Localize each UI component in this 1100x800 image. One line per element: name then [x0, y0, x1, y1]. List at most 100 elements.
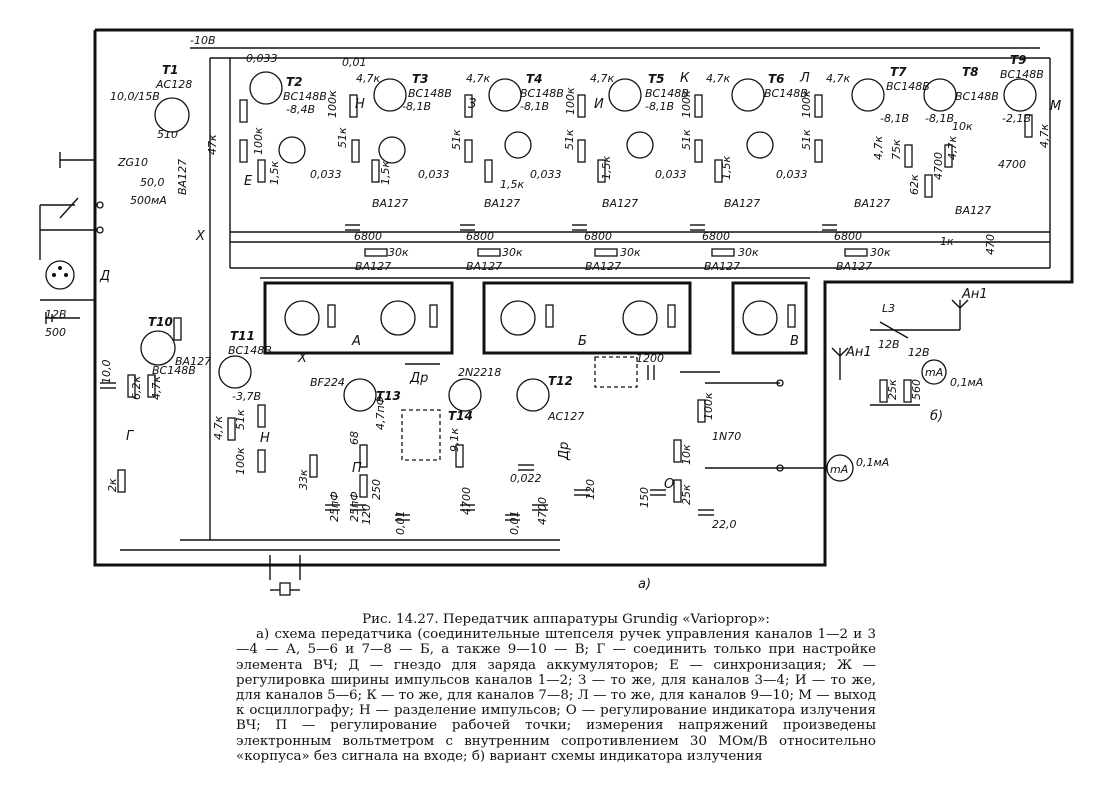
plug-label-a: А	[351, 334, 361, 349]
t2-type: BC148B	[283, 90, 327, 103]
charging-socket	[40, 260, 95, 324]
t2-ref: T2	[286, 75, 303, 89]
c0033-label-5: 0,033	[776, 168, 808, 181]
r100k-label-3: 100к	[564, 87, 577, 115]
mark-d-charging: Д	[99, 269, 110, 284]
c4p7-label: 4,7пФ	[374, 396, 387, 430]
r4k7-label-3: 4,7к	[590, 72, 614, 85]
c4700-label-hf2: 4700	[536, 497, 549, 525]
t7-type: BC148B	[886, 80, 930, 93]
r1k5-label-5: 1,5к	[720, 156, 733, 180]
bat-b-label: 12В	[908, 346, 930, 359]
c150-label: 150	[638, 487, 651, 508]
meter-b-range: 0,1мА	[950, 376, 983, 389]
t11-ref: T11	[230, 329, 255, 343]
r1k5-label-1: 1,5к	[268, 161, 281, 185]
t5-type: BC148B	[645, 87, 689, 100]
r51k-label-2: 51к	[450, 129, 463, 150]
diode-label-3: BA127	[602, 197, 638, 210]
r33k-label: 33к	[297, 469, 310, 490]
r10k-label: 10к	[952, 120, 973, 133]
r1k-label: 1к	[940, 235, 954, 248]
r100k-label-ind: 100к	[702, 392, 715, 420]
lamp-voltage-label: 12В	[878, 338, 900, 351]
meter-b-label: mA	[925, 366, 943, 379]
zener-label: ZG10	[117, 156, 148, 169]
panel-a-label: а)	[638, 577, 651, 592]
t4-ref: T4	[526, 72, 543, 86]
transistor-symbols	[140, 71, 1037, 412]
diode-label-1: BA127	[372, 197, 408, 210]
t1-type: AC128	[155, 78, 192, 91]
t14-type: 2N2218	[458, 366, 501, 379]
t9-ref: T9	[1010, 53, 1027, 67]
r51k-label-3: 51к	[563, 129, 576, 150]
t12-ref: T12	[548, 374, 573, 388]
r4k7-label-5: 4,7к	[826, 72, 850, 85]
c0033-label-3: 0,033	[530, 168, 562, 181]
meter-a-range: 0,1мА	[856, 456, 889, 469]
t7-ref: T7	[890, 65, 907, 79]
r1k5-label-4: 1,5к	[600, 156, 613, 180]
c25p-label-1: 25пФ	[328, 491, 341, 522]
mark-h-bottom: Н	[260, 431, 270, 446]
rf-indicator	[650, 347, 854, 516]
fuse-label: 500мА	[130, 194, 167, 207]
mark-k: К	[680, 71, 690, 86]
indicator-variant-b	[870, 299, 969, 406]
c6800-label-4: 6800	[702, 230, 730, 243]
battery-label: 12В	[45, 308, 67, 321]
c4700-label-hf1: 4700	[460, 487, 473, 515]
r100k-label-4: 100к	[680, 90, 693, 118]
mark-m-output: М	[1050, 99, 1061, 114]
r4k7-label-1: 4,7к	[356, 72, 380, 85]
c001-label-bottom-2: 0,01	[508, 511, 521, 536]
meter-a-label: mA	[830, 463, 848, 476]
t11-voltage: -3,7В	[232, 390, 261, 403]
t4-voltage: -8,1В	[520, 100, 549, 113]
r470-label: 470	[984, 234, 997, 255]
t8-type: BC148B	[955, 90, 999, 103]
c0033-label-1: 0,033	[310, 168, 342, 181]
r51k-label-5: 51к	[800, 129, 813, 150]
c0022-label: 0,022	[510, 472, 542, 485]
r560-label: 560	[910, 379, 923, 400]
pulse-stages	[239, 94, 1033, 198]
c0033-label-2: 0,033	[418, 168, 450, 181]
cap-10-label: 10,0/15В	[110, 90, 160, 103]
r4k7-label-2: 4,7к	[466, 72, 490, 85]
antenna-a-label: Ан1	[845, 345, 872, 360]
t2-voltage: -8,4В	[286, 103, 315, 116]
r4k7-label-t11: 4,7к	[212, 416, 225, 440]
c0033-label-4: 0,033	[655, 168, 687, 181]
c22-label: 22,0	[712, 518, 737, 531]
mark-h-pulse: Н	[355, 97, 365, 112]
r51k-label-1: 51к	[336, 127, 349, 148]
r9k1-label: 9,1к	[448, 428, 461, 452]
t3-ref: T3	[412, 72, 429, 86]
choke-label-2: Др	[557, 442, 572, 461]
mark-x-top: Х	[195, 229, 206, 244]
r30k-label-4: 30к	[738, 246, 759, 259]
t13-ref: T13	[376, 389, 401, 403]
c120-label-2: 120	[584, 479, 597, 500]
r30k-label-1: 30к	[388, 246, 409, 259]
c6800-label-3: 6800	[584, 230, 612, 243]
diode-label-7: BA127	[355, 260, 391, 273]
plug-label-b: Б	[578, 334, 587, 349]
channel-sockets	[278, 131, 774, 164]
mark-g: Г	[126, 429, 135, 444]
c10-label-t10: 10,0	[100, 360, 113, 385]
lamp-label: L3	[882, 302, 895, 315]
t10-ref: T10	[148, 315, 173, 329]
circuit-frame	[93, 28, 1074, 567]
r68-label: 68	[348, 431, 361, 445]
t3-type: BC148B	[408, 87, 452, 100]
control-stick-connector	[269, 555, 301, 596]
t13-type: BF224	[310, 376, 345, 389]
r75k-label: 75к	[890, 139, 903, 160]
r10k-label-ind: 10к	[680, 444, 693, 465]
diode-label-11: BA127	[836, 260, 872, 273]
mark-e-sync: Е	[244, 174, 253, 189]
diode-1n70-label: 1N70	[712, 430, 741, 443]
